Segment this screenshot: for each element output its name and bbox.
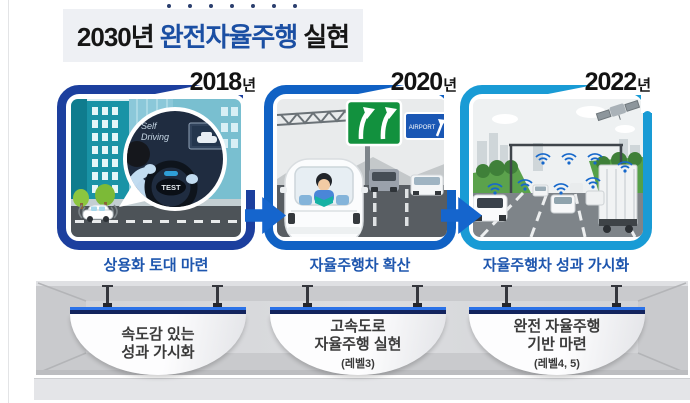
swoosh-taper-2018	[155, 85, 201, 94]
panel-2022-illustration	[473, 99, 643, 237]
sign-body: 고속도로 자율주행 실현 (레벨3)	[270, 314, 446, 375]
panel-caption-2018: 상용화 토대 마련	[103, 257, 209, 274]
panel-caption-2020: 자율주행차 확산	[309, 257, 411, 274]
traffic-cars	[473, 183, 605, 222]
svg-text:AIRPORT: AIRPORT	[409, 125, 436, 131]
sign-post	[611, 285, 622, 309]
sign-bar	[469, 307, 645, 314]
title-dots	[167, 4, 297, 8]
sign-post	[302, 285, 313, 309]
sign-post	[412, 285, 423, 309]
lane-sign	[345, 99, 403, 147]
sign-post	[102, 285, 113, 309]
title-suffix: 실현	[303, 22, 350, 52]
svg-text:TEST: TEST	[161, 183, 181, 192]
svg-text:Driving: Driving	[141, 132, 169, 142]
white-car	[410, 174, 444, 196]
autonomous-car	[280, 158, 368, 237]
title-prefix: 2030년	[76, 22, 155, 52]
panel-2020-illustration: AIRPORT	[277, 99, 447, 237]
sign-body: 완전 자율주행 기반 마련 (레벨4, 5)	[469, 314, 645, 375]
sign-bar	[270, 307, 446, 314]
lane-dashes	[373, 189, 409, 226]
hanging-sign-2: 고속도로 자율주행 실현 (레벨3)	[270, 283, 446, 375]
title-highlight: 완전자율주행	[159, 22, 299, 52]
hanging-sign-3: 완전 자율주행 기반 마련 (레벨4, 5)	[469, 283, 645, 375]
sign-body: 속도감 있는 성과 가시화	[70, 314, 246, 375]
sign-bar	[70, 307, 246, 314]
truck	[598, 164, 638, 233]
suv	[369, 169, 399, 192]
swoosh-taper-2020	[358, 85, 404, 94]
sensing-car	[78, 204, 118, 222]
swoosh-taper-2022	[548, 85, 594, 94]
steering-wheel	[144, 160, 198, 207]
sign-post	[212, 285, 223, 309]
hanging-sign-1: 속도감 있는 성과 가시화	[70, 283, 246, 375]
panel-2018-illustration: Self Driving TEST	[71, 99, 241, 237]
airport-sign: AIRPORT	[404, 112, 447, 140]
svg-text:Self: Self	[141, 121, 158, 131]
floor-strip	[34, 378, 690, 400]
sign-post	[501, 285, 512, 309]
lane-dashes	[75, 220, 237, 223]
satellite-icon	[595, 99, 641, 122]
page-left-edge	[8, 0, 9, 403]
panel-caption-2022: 자율주행차 성과 가시화	[482, 257, 630, 274]
page-title: 2030년 완전자율주행 실현	[63, 9, 363, 62]
